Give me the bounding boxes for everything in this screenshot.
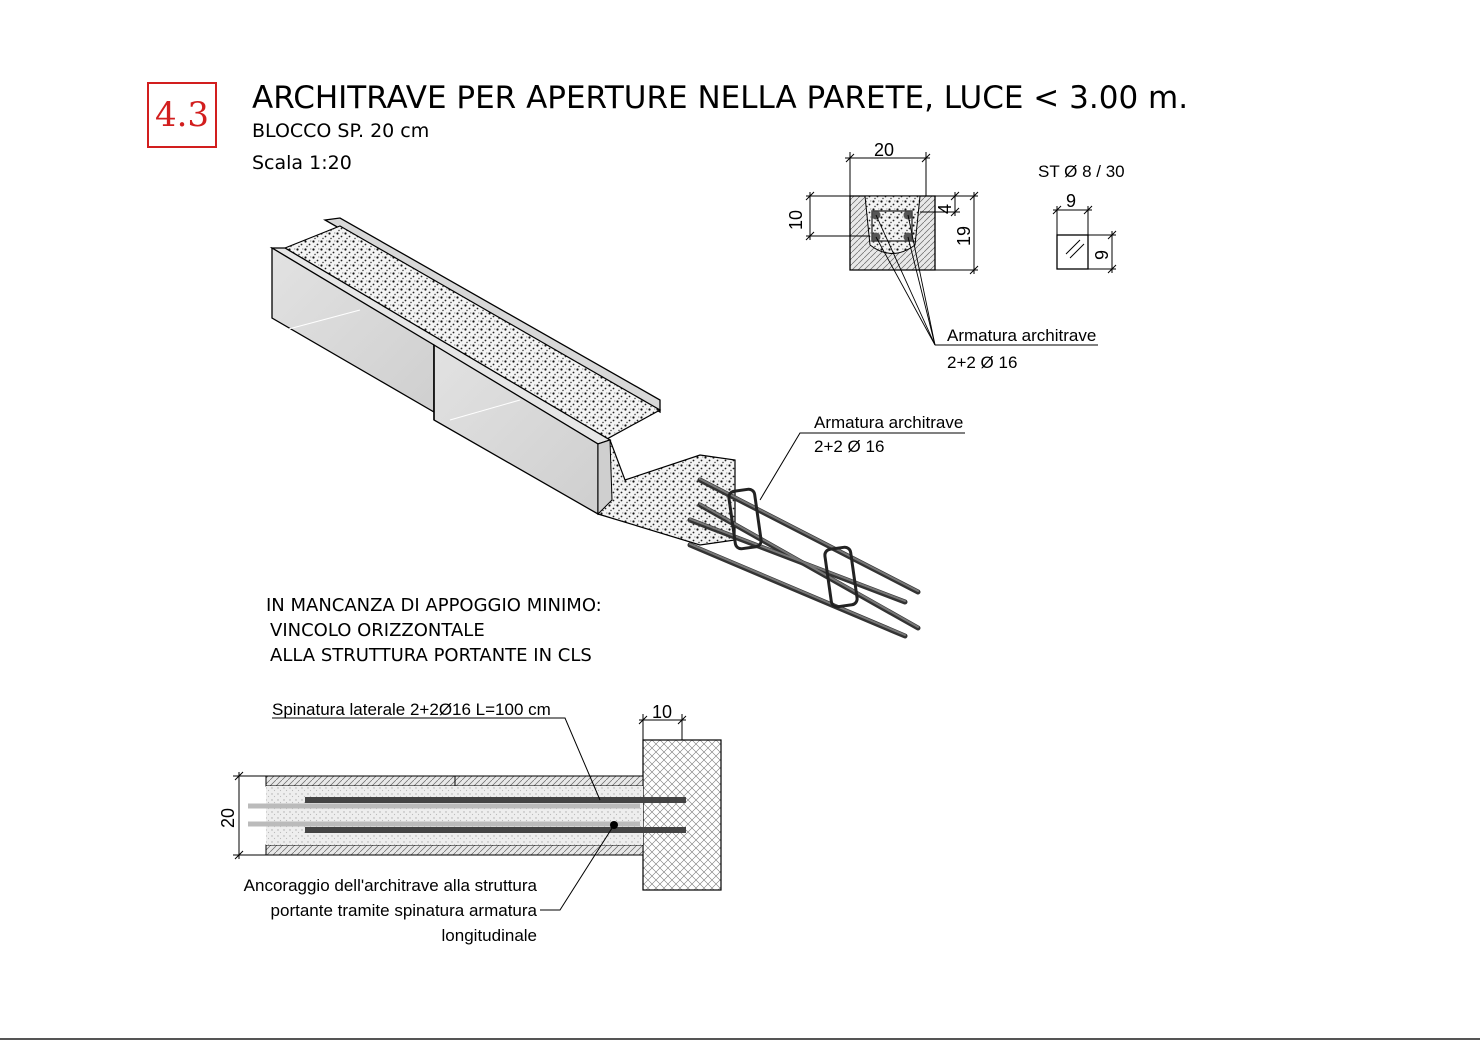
anchor-label-line2: portante tramite spinatura armatura <box>271 901 538 920</box>
anchor-label-line1: Ancoraggio dell'architrave alla struttur… <box>244 876 538 895</box>
stirrup-label: ST Ø 8 / 30 <box>1038 162 1125 181</box>
note-line-2: VINCOLO ORIZZONTALE <box>270 620 485 641</box>
note-line-3: ALLA STRUTTURA PORTANTE IN CLS <box>270 645 592 666</box>
section-total-height-dim: 19 <box>954 226 974 246</box>
dowel-label: Spinatura laterale 2+2Ø16 L=100 cm <box>272 700 551 719</box>
plan-width-dim: 20 <box>218 808 238 828</box>
block-thickness-label: BLOCCO SP. 20 cm <box>252 120 430 142</box>
section-cover-dim: 4 <box>935 204 955 214</box>
stirrup-width-dim: 9 <box>1066 191 1076 211</box>
plan-detail <box>233 714 722 911</box>
scale-label: Scala 1:20 <box>252 152 352 174</box>
lintel-section <box>805 152 1098 346</box>
anchor-label-line3: longitudinale <box>442 926 537 945</box>
plan-support-dim: 10 <box>652 702 672 722</box>
stirrup-height-dim: 9 <box>1092 250 1112 260</box>
section-width-dim: 20 <box>874 140 894 160</box>
lintel-axonometric <box>269 217 965 639</box>
section-rebar-count: 2+2 Ø 16 <box>947 353 1017 372</box>
section-upper-height-dim: 10 <box>786 210 806 230</box>
stirrup-detail <box>1052 205 1117 274</box>
section-number-badge: 4.3 <box>147 82 217 148</box>
footer-divider <box>0 1038 1480 1040</box>
axonometric-rebar-count: 2+2 Ø 16 <box>814 437 884 456</box>
axonometric-rebar-label: Armatura architrave <box>814 413 963 432</box>
note-line-1: IN MANCANZA DI APPOGGIO MINIMO: <box>266 595 602 616</box>
page-title: ARCHITRAVE PER APERTURE NELLA PARETE, LU… <box>252 80 1189 116</box>
section-rebar-label: Armatura architrave <box>947 326 1096 345</box>
